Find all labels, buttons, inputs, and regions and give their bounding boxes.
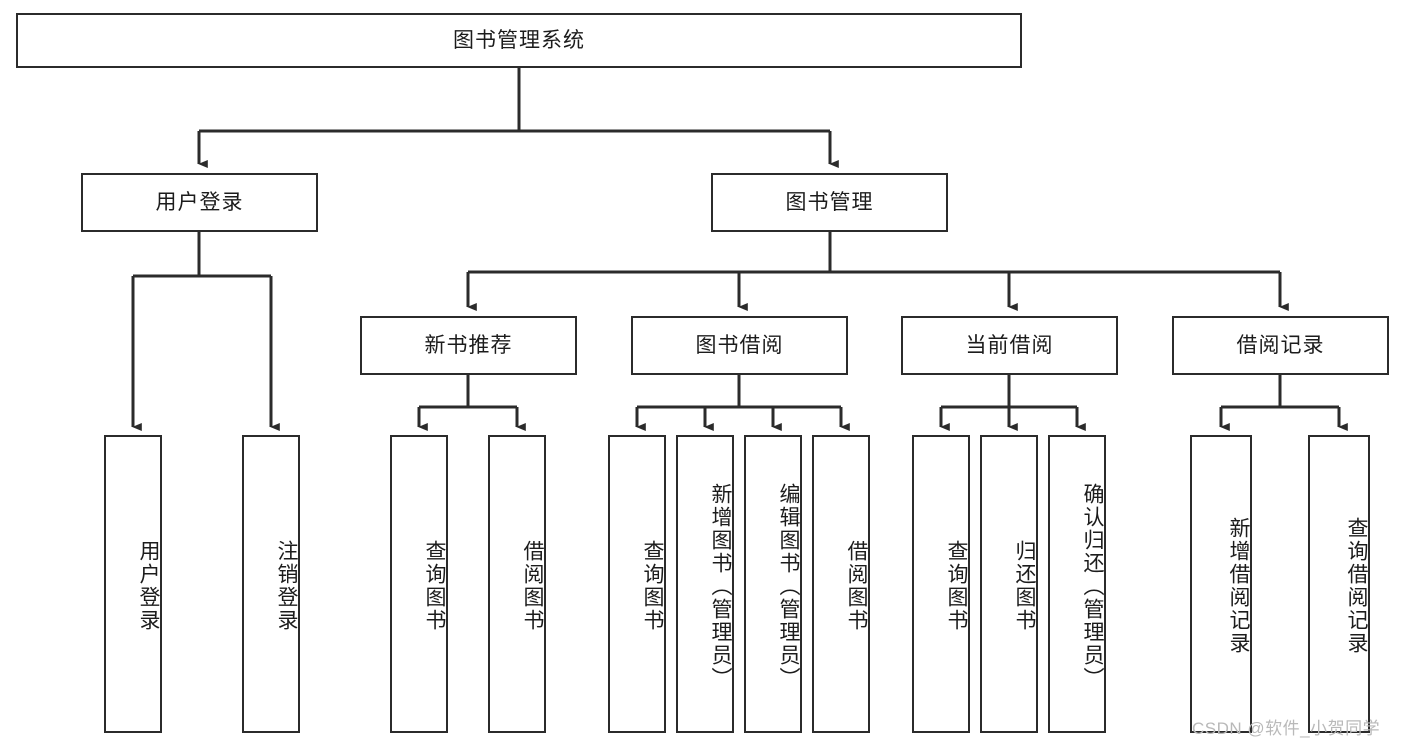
leaf-add-book-admin-label: 新增图书（管理员） — [709, 482, 732, 690]
leaf-query-book-current-label: 查询图书 — [945, 540, 968, 632]
leaf-logout-label: 注销登录 — [275, 540, 298, 632]
node-root[interactable]: 图书管理系统 — [16, 13, 1022, 68]
node-book-management[interactable]: 图书管理 — [711, 173, 948, 232]
node-user-login-label: 用户登录 — [155, 190, 244, 214]
leaf-query-book-borrow[interactable]: 查询图书 — [608, 435, 666, 733]
csdn-watermark: CSDN @软件_小贺同学 — [1192, 719, 1381, 738]
leaf-query-borrow-record[interactable]: 查询借阅记录 — [1308, 435, 1370, 733]
leaf-query-book-newbook-label: 查询图书 — [423, 540, 446, 632]
node-book-management-label: 图书管理 — [785, 190, 874, 214]
leaf-borrow-book-newbook-label: 借阅图书 — [521, 540, 544, 632]
leaf-borrow-book-label: 借阅图书 — [845, 540, 868, 632]
leaf-add-borrow-record-label: 新增借阅记录 — [1227, 517, 1250, 655]
leaf-user-login[interactable]: 用户登录 — [104, 435, 162, 733]
node-new-book-recommend-label: 新书推荐 — [424, 333, 513, 357]
leaf-query-book-newbook[interactable]: 查询图书 — [390, 435, 448, 733]
node-borrow-record[interactable]: 借阅记录 — [1172, 316, 1389, 375]
leaf-return-book[interactable]: 归还图书 — [980, 435, 1038, 733]
leaf-edit-book-admin-label: 编辑图书（管理员） — [777, 482, 800, 690]
leaf-query-borrow-record-label: 查询借阅记录 — [1345, 517, 1368, 655]
node-borrow-record-label: 借阅记录 — [1236, 333, 1325, 357]
node-current-borrow-label: 当前借阅 — [965, 333, 1054, 357]
leaf-return-book-label: 归还图书 — [1013, 540, 1036, 632]
leaf-query-book-current[interactable]: 查询图书 — [912, 435, 970, 733]
node-user-login[interactable]: 用户登录 — [81, 173, 318, 232]
leaf-add-borrow-record[interactable]: 新增借阅记录 — [1190, 435, 1252, 733]
leaf-logout[interactable]: 注销登录 — [242, 435, 300, 733]
leaf-confirm-return-admin-label: 确认归还（管理员） — [1081, 482, 1104, 690]
node-root-label: 图书管理系统 — [453, 28, 585, 52]
leaf-borrow-book[interactable]: 借阅图书 — [812, 435, 870, 733]
leaf-query-book-borrow-label: 查询图书 — [641, 540, 664, 632]
leaf-edit-book-admin[interactable]: 编辑图书（管理员） — [744, 435, 802, 733]
leaf-borrow-book-newbook[interactable]: 借阅图书 — [488, 435, 546, 733]
node-book-borrow[interactable]: 图书借阅 — [631, 316, 848, 375]
node-current-borrow[interactable]: 当前借阅 — [901, 316, 1118, 375]
leaf-add-book-admin[interactable]: 新增图书（管理员） — [676, 435, 734, 733]
leaf-user-login-label: 用户登录 — [137, 540, 160, 632]
leaf-confirm-return-admin[interactable]: 确认归还（管理员） — [1048, 435, 1106, 733]
node-new-book-recommend[interactable]: 新书推荐 — [360, 316, 577, 375]
node-book-borrow-label: 图书借阅 — [695, 333, 784, 357]
